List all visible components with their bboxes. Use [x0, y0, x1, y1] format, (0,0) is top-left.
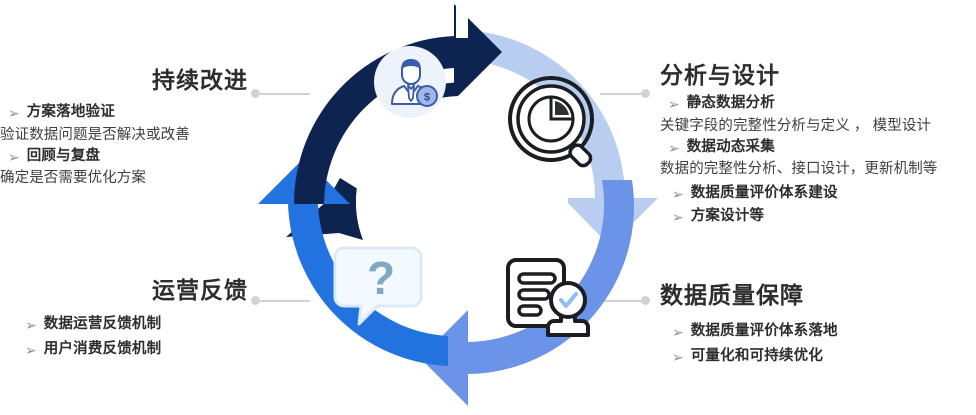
page-title-operations-feedback: 运营反馈: [152, 277, 248, 303]
list-item-label: 静态数据分析: [686, 95, 775, 112]
list-item-detail: 数据的完整性分析、接口设计，更新机制等: [660, 161, 938, 178]
connector-dot-top-left: [251, 89, 260, 98]
connector-line-top-left: [258, 92, 310, 95]
chevron-bullet-icon: ➢: [668, 96, 680, 113]
chevron-bullet-icon: ➢: [8, 105, 20, 122]
list-item: ➢ 数据质量评价体系建设: [660, 184, 976, 204]
section-data-quality: 数据质量保障 ➢ 数据质量评价体系落地 ➢ 可量化和可持续优化: [660, 282, 976, 368]
list-item-label: 数据质量评价体系落地: [690, 323, 838, 340]
bullet-list-operations-feedback: ➢ 数据运营反馈机制 ➢ 用户消费反馈机制: [0, 315, 248, 360]
list-item: ➢ 方案落地验证: [0, 103, 248, 123]
connector-line-bottom-right: [592, 299, 647, 302]
list-item: ➢ 静态数据分析: [660, 94, 976, 114]
list-item-detail: 确定是否需要优化方案: [0, 170, 146, 187]
list-item-detail: 验证数据问题是否解决或改善: [0, 126, 190, 143]
connector-dot-top-right: [641, 89, 650, 98]
question-bubble-icon: ?: [333, 246, 423, 326]
cycle-arrow-data-quality: [420, 180, 635, 406]
list-item-label: 用户消费反馈机制: [43, 340, 162, 357]
svg-text:?: ?: [367, 252, 395, 304]
list-item: ➢ 用户消费反馈机制: [0, 340, 248, 360]
chevron-bullet-icon: ➢: [672, 324, 684, 341]
certificate-seal-icon: [506, 258, 590, 337]
chevron-bullet-icon: ➢: [668, 140, 680, 157]
bullet-list-continuous-improvement: ➢ 方案落地验证 验证数据问题是否解决或改善 ➢ 回顾与复盘 确定是否需要优化方…: [0, 103, 248, 189]
chevron-bullet-icon: ➢: [672, 186, 684, 203]
connector-dot-bottom-right: [641, 296, 650, 305]
arrow-junction-gaps: [456, 0, 468, 38]
page-title-analysis-design: 分析与设计: [660, 62, 780, 88]
cycle-diagram: $ ?: [258, 0, 668, 410]
list-item-label: 方案落地验证: [26, 104, 115, 121]
list-item-label: 数据动态采集: [686, 139, 775, 156]
section-continuous-improvement: 持续改进 ➢ 方案落地验证 验证数据问题是否解决或改善 ➢ 回顾与复盘 确定是否…: [0, 67, 248, 189]
connector-line-bottom-left: [258, 299, 310, 302]
list-item: ➢ 方案设计等: [660, 207, 976, 227]
section-analysis-design: 分析与设计 ➢ 静态数据分析 关键字段的完整性分析与定义 ， 模型设计 ➢ 数据…: [660, 62, 976, 229]
page-title-data-quality: 数据质量保障: [660, 282, 804, 308]
list-item: ➢ 数据动态采集: [660, 138, 976, 158]
section-operations-feedback: 运营反馈 ➢ 数据运营反馈机制 ➢ 用户消费反馈机制: [0, 277, 248, 361]
chevron-bullet-icon: ➢: [8, 149, 20, 166]
list-item: ➢ 数据运营反馈机制: [0, 315, 248, 335]
list-item-label: 数据质量评价体系建设: [690, 185, 838, 202]
list-item: ➢ 回顾与复盘: [0, 147, 248, 167]
chevron-bullet-icon: ➢: [672, 209, 684, 226]
list-item-detail: 关键字段的完整性分析与定义 ， 模型设计: [660, 117, 932, 134]
magnifier-pie-chart-icon: [508, 76, 594, 168]
cycle-arrow-operations-feedback: [258, 158, 448, 366]
list-item: ➢ 可量化和可持续优化: [660, 347, 976, 367]
list-item-label: 回顾与复盘: [26, 148, 101, 165]
cycle-arrow-continuous-improvement-shape: [293, 4, 502, 204]
chevron-bullet-icon: ➢: [672, 348, 684, 365]
connector-line-top-right: [600, 92, 647, 95]
svg-text:$: $: [424, 92, 430, 104]
person-badge-icon: $: [374, 46, 446, 118]
list-item: ➢ 数据质量评价体系落地: [660, 322, 976, 342]
chevron-bullet-icon: ➢: [25, 341, 37, 358]
page-title-continuous-improvement: 持续改进: [152, 67, 248, 93]
chevron-bullet-icon: ➢: [25, 317, 37, 334]
bullet-list-data-quality: ➢ 数据质量评价体系落地 ➢ 可量化和可持续优化: [660, 322, 976, 367]
list-item-label: 数据运营反馈机制: [43, 316, 162, 333]
connector-dot-bottom-left: [251, 296, 260, 305]
list-item-label: 方案设计等: [690, 208, 765, 225]
bullet-list-analysis-design: ➢ 静态数据分析 关键字段的完整性分析与定义 ， 模型设计 ➢ 数据动态采集 数…: [660, 94, 976, 227]
list-item-label: 可量化和可持续优化: [690, 347, 824, 364]
